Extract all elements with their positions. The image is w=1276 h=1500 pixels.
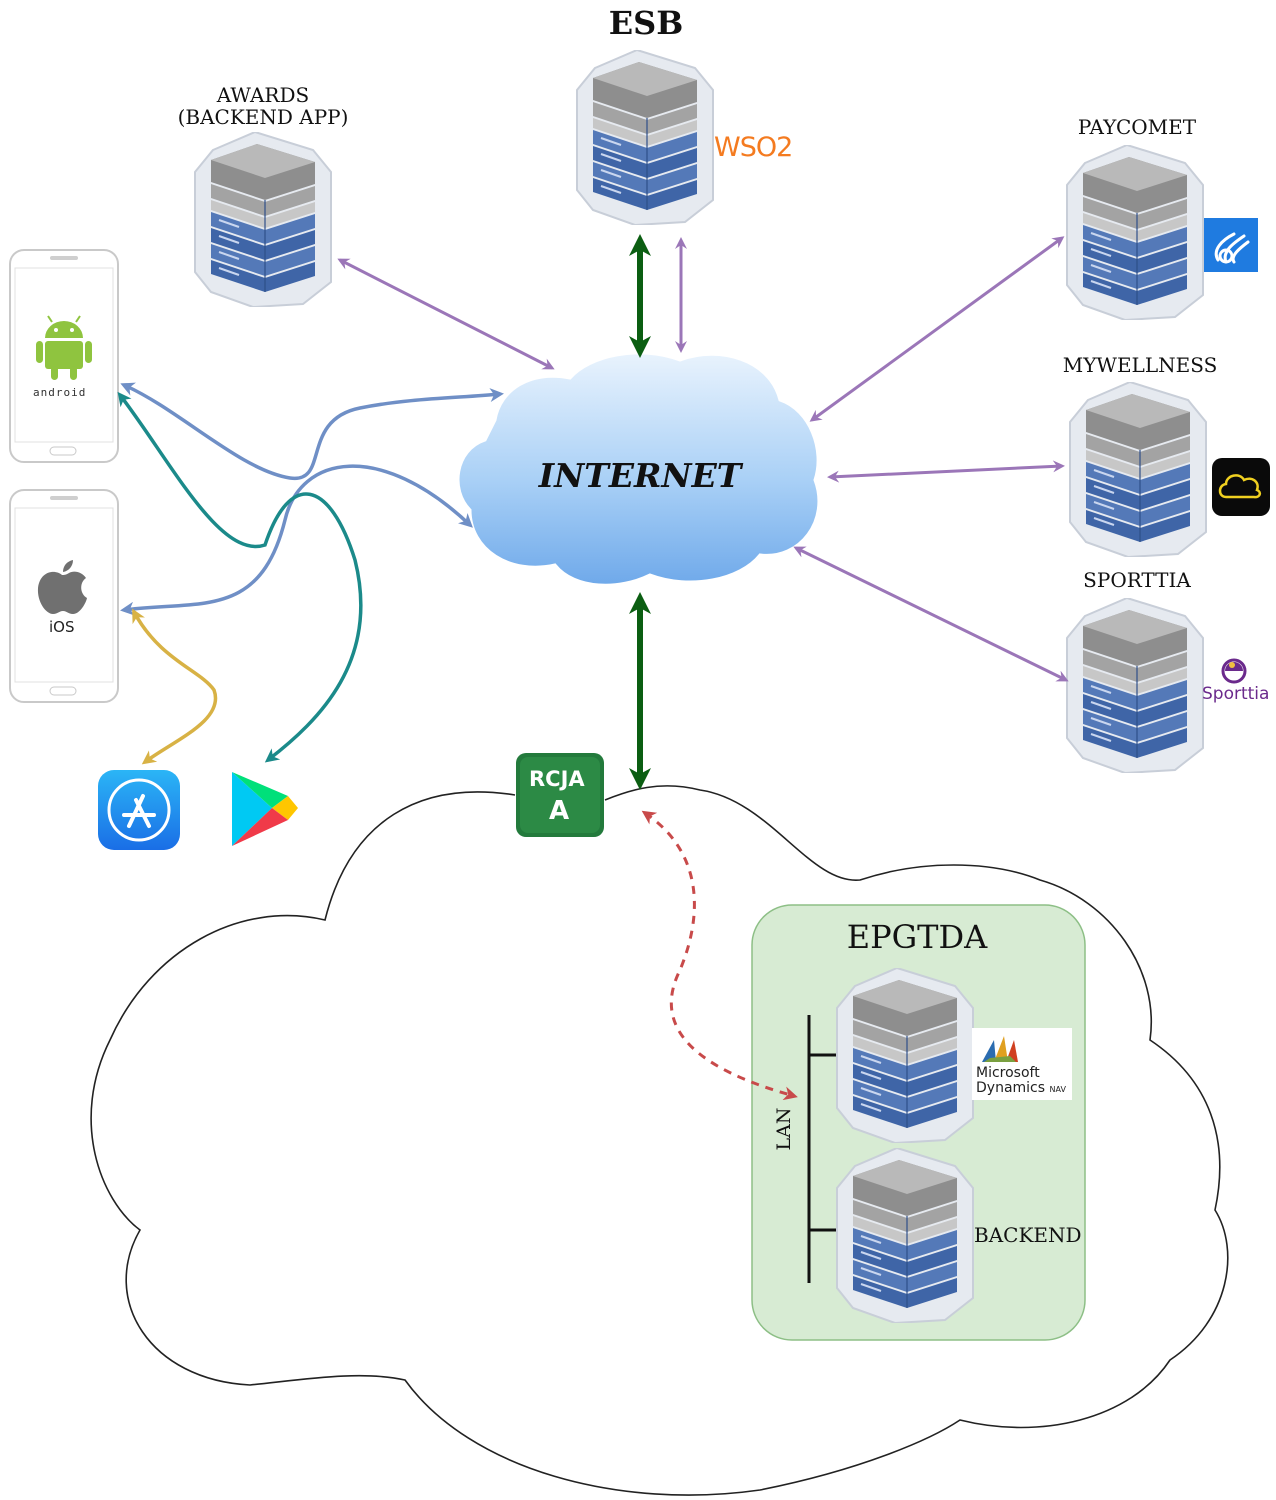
server-sporttia-icon[interactable]	[1066, 598, 1204, 773]
server-awards-icon[interactable]	[194, 132, 332, 307]
server-esb-icon[interactable]	[576, 50, 714, 225]
awards-label: AWARDS (BACKEND APP)	[177, 83, 349, 129]
sporttia-logo-icon	[1221, 658, 1247, 684]
rcja-logo-mark: A	[549, 796, 570, 826]
paycomet-logo-icon	[1204, 218, 1258, 272]
ios-internet-link	[120, 464, 473, 616]
esb-label: ESB	[608, 4, 684, 42]
server-mywellness-icon[interactable]	[1069, 382, 1207, 557]
mywellness-label: MYWELLNESS	[1062, 353, 1218, 377]
google-play-icon[interactable]	[232, 772, 298, 846]
android-googleplay-link	[117, 391, 363, 763]
android-logo-text: android	[33, 386, 87, 399]
rcja-logo[interactable]	[516, 753, 604, 837]
server-backend-icon[interactable]	[836, 1148, 974, 1323]
lan-label: LAN	[773, 1107, 795, 1151]
awards-internet-link	[337, 258, 555, 370]
rcja-logo-text: RCJA	[529, 767, 585, 791]
internet-label: INTERNET	[538, 456, 742, 495]
internet-cloud[interactable]	[456, 351, 821, 587]
server-navision-icon[interactable]	[836, 968, 974, 1143]
ios-logo-text: iOS	[49, 618, 75, 636]
ms-logo-nav: NAV	[1049, 1085, 1066, 1094]
microsoft-dynamics-logo-icon	[972, 1028, 1072, 1100]
sporttia-internet-link	[793, 546, 1069, 682]
app-store-icon[interactable]	[98, 770, 180, 850]
server-paycomet-icon[interactable]	[1066, 145, 1204, 320]
ms-logo-line1: Microsoft	[976, 1065, 1040, 1081]
mywellness-logo-icon	[1212, 458, 1270, 516]
paycomet-label: PAYCOMET	[1077, 115, 1197, 139]
wso2-logo: WSO2	[714, 132, 793, 163]
sporttia-label: SPORTTIA	[1083, 568, 1191, 592]
paycomet-internet-link	[809, 236, 1065, 422]
android-internet-link	[120, 382, 504, 481]
epgtda-label: EPGTDA	[846, 918, 988, 956]
mywellness-internet-link	[827, 460, 1065, 483]
backend-label: BACKEND	[974, 1223, 1082, 1247]
ms-logo-line2: Dynamics NAV	[976, 1080, 1066, 1096]
sporttia-logo-text: Sporttia	[1202, 684, 1270, 704]
ios-phone-icon[interactable]	[9, 489, 119, 703]
ios-appstore-link	[132, 608, 218, 765]
android-phone-icon[interactable]	[9, 249, 119, 463]
